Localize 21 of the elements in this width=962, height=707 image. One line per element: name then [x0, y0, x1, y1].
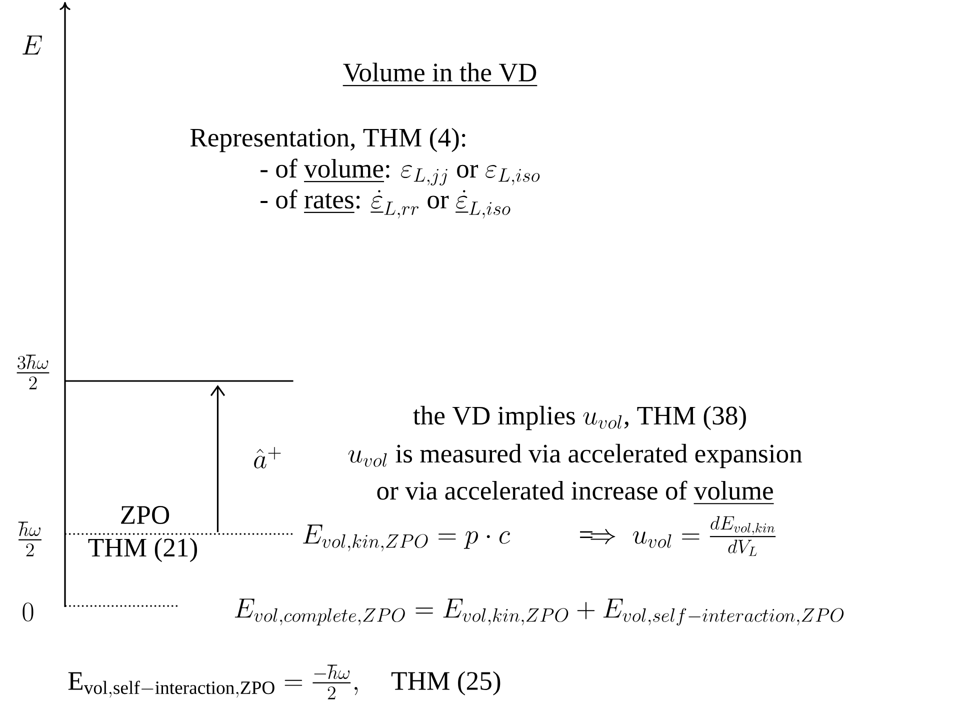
axis-tick-label: $\frac{3\hbar\omega}{2}$ [16, 354, 50, 390]
formula: $E_{vol,kin,ZPO}=p\cdot c\qquad\implies u_{vol}=\frac{dE_{vol,kin}}{dV_L}$ [302, 516, 776, 556]
energy-level-line [64, 605, 180, 607]
formula: $\text{- of \underline{volume}: }\varepsilon_{L,jj}\text{ or }\varepsilon_{L,iso}$ [260, 158, 540, 186]
heading: Volume in the VD [342, 62, 538, 86]
formula: $u_{vol}\text{ is measured via accelerated expansion}$ [348, 444, 802, 468]
arrow [210, 384, 226, 532]
axis-tick-label: $E$ [22, 36, 42, 54]
formula: $\text{or via accelerated increase of \underline{volume}}$ [377, 480, 774, 504]
axis-tick-label: $\frac{\hbar\omega}{2}$ [18, 522, 42, 556]
formula: $E_{vol,complete,ZPO}=E_{vol,kin,ZPO}+E_{vol,self-interaction,ZPO}$ [234, 598, 844, 626]
energy-level-line [64, 533, 294, 535]
text-label: THM (21) [88, 538, 197, 562]
energy-level-line [64, 380, 294, 382]
text-label: Representation, THM (4): [190, 128, 466, 152]
edge-label: $\hat{a}^{+}$ [254, 446, 281, 468]
formula: $\mathrm{E}_{\mathrm{vol,self-interaction,ZPO}}=\frac{-\hbar\omega}{2},\quad\text{THM (25)}$ [68, 664, 500, 700]
text-label: ZPO [121, 506, 170, 524]
formula: $\text{the VD implies }u_{vol}\text{, THM (38)}$ [413, 406, 746, 430]
formula: $\text{- of \underline{rates}: }\underline{\dot{\varepsilon}}_{L,rr}\text{ or }\underline{\dot{\varepsilon}}_{L,iso}$ [260, 190, 510, 218]
axis-tick-label: $0$ [22, 602, 34, 622]
